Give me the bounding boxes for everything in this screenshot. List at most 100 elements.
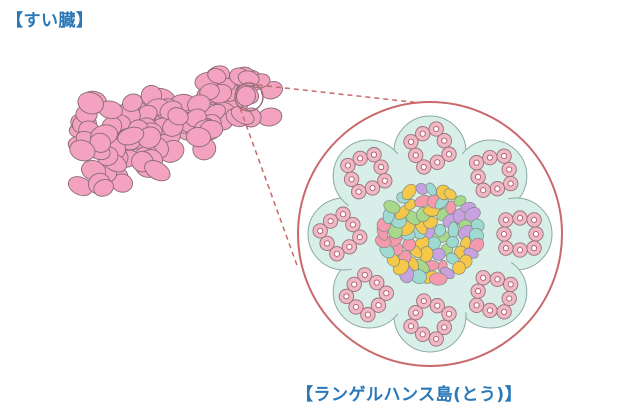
zoom-source-circle — [234, 82, 264, 112]
acinar-nucleus — [324, 240, 331, 247]
acinar-nucleus — [441, 324, 448, 331]
acinar-nucleus — [370, 151, 378, 158]
acinar-nucleus — [445, 151, 453, 158]
acinar-nucleus — [501, 153, 508, 160]
pancreas-lobule — [77, 91, 104, 115]
acinar-nucleus — [475, 288, 482, 295]
pancreas-lobule — [69, 139, 96, 162]
acinar-nucleus — [516, 214, 524, 222]
acinar-nucleus — [506, 166, 513, 173]
acinar-nucleus — [480, 274, 487, 281]
acinar-nucleus — [407, 323, 415, 330]
acinar-nucleus — [507, 180, 514, 187]
islet-cell — [401, 183, 417, 200]
acinar-nucleus — [383, 290, 390, 297]
pancreas-lobule — [167, 107, 189, 126]
acinar-nucleus — [356, 234, 363, 241]
acinar-nucleus — [412, 309, 419, 316]
acinus-cluster — [340, 147, 393, 200]
acinar-nucleus — [419, 331, 426, 338]
acinar-nucleus — [348, 176, 355, 183]
acinar-nucleus — [355, 188, 362, 195]
pancreas-lobule — [236, 85, 256, 107]
acinar-nucleus — [531, 216, 538, 223]
islet-cell — [425, 182, 437, 196]
acinar-nucleus — [352, 303, 360, 311]
acinar-nucleus — [381, 177, 388, 184]
acinar-nucleus — [500, 230, 508, 238]
acinar-nucleus — [433, 335, 440, 343]
acinar-nucleus — [369, 184, 376, 192]
pancreas-lobule — [207, 68, 227, 84]
islet-cell — [445, 200, 457, 215]
acinar-nucleus — [361, 271, 368, 278]
acinar-nucleus — [516, 246, 524, 254]
pancreas-title: 【すい臓】 — [6, 11, 94, 31]
acinar-clusters — [312, 121, 544, 347]
acinar-nucleus — [346, 243, 353, 250]
islet-title: 【ランゲルハンス島(とう)】 — [296, 385, 523, 405]
islet-cell — [383, 200, 401, 214]
islet-cell — [434, 224, 447, 237]
acinar-nucleus — [480, 187, 487, 194]
acinar-nucleus — [357, 155, 364, 162]
pancreas-lobule — [122, 93, 143, 112]
zoom-line-bottom — [239, 107, 299, 269]
acinar-nucleus — [445, 310, 453, 317]
acinar-nucleus — [378, 164, 385, 171]
acinar-nucleus — [475, 173, 482, 180]
pancreas-lobule — [93, 179, 114, 197]
acinar-nucleus — [373, 279, 380, 286]
islet-of-langerhans — [375, 182, 485, 286]
acinar-nucleus — [340, 211, 347, 218]
islet-cell — [429, 272, 448, 286]
acinar-nucleus — [434, 159, 441, 166]
acinus-cluster — [312, 206, 368, 262]
pancreas-lobule — [144, 160, 171, 182]
acinar-nucleus — [375, 302, 382, 309]
acinar-nucleus — [407, 138, 415, 145]
acinar-nucleus — [531, 245, 538, 252]
acinus-cluster — [468, 270, 519, 320]
acinar-nucleus — [441, 137, 448, 144]
acinar-nucleus — [412, 152, 419, 159]
acinar-nucleus — [419, 130, 426, 137]
acinar-nucleus — [343, 293, 350, 300]
islet-magnified-view — [297, 101, 563, 367]
acinar-nucleus — [351, 281, 358, 288]
acinar-nucleus — [502, 216, 509, 223]
acinus-cluster — [338, 267, 394, 323]
acinar-nucleus — [494, 276, 501, 283]
zoom-indicator — [234, 82, 431, 269]
acinar-nucleus — [486, 154, 493, 161]
islet-cell — [452, 260, 466, 275]
islet-cell — [415, 183, 429, 195]
acinar-nucleus — [501, 308, 508, 315]
acinus-cluster — [496, 210, 544, 258]
acinus-cluster — [403, 293, 457, 347]
acinar-nucleus — [327, 218, 334, 225]
pancreas-lobule — [89, 132, 112, 153]
acinar-nucleus — [433, 125, 440, 133]
acinar-nucleus — [434, 302, 441, 309]
acinus-cluster — [468, 148, 519, 198]
pancreas-organ — [67, 65, 283, 197]
acinar-nucleus — [502, 245, 509, 252]
acinar-nucleus — [473, 302, 480, 309]
pancreas-lobule — [185, 127, 212, 148]
acinar-nucleus — [420, 297, 427, 305]
acinar-nucleus — [344, 162, 351, 169]
pancreas-lobule — [237, 70, 260, 87]
acinus-cluster — [403, 121, 457, 175]
acinar-nucleus — [317, 227, 324, 234]
acinar-nucleus — [494, 185, 501, 192]
pancreas-lobule — [117, 126, 145, 146]
islet-cell — [446, 236, 459, 249]
acinar-nucleus — [333, 250, 340, 257]
acinar-nucleus — [349, 221, 356, 228]
acinar-nucleus — [506, 295, 513, 302]
acinar-nucleus — [532, 230, 540, 238]
acinar-nucleus — [507, 281, 514, 288]
acinar-nucleus — [486, 307, 493, 314]
